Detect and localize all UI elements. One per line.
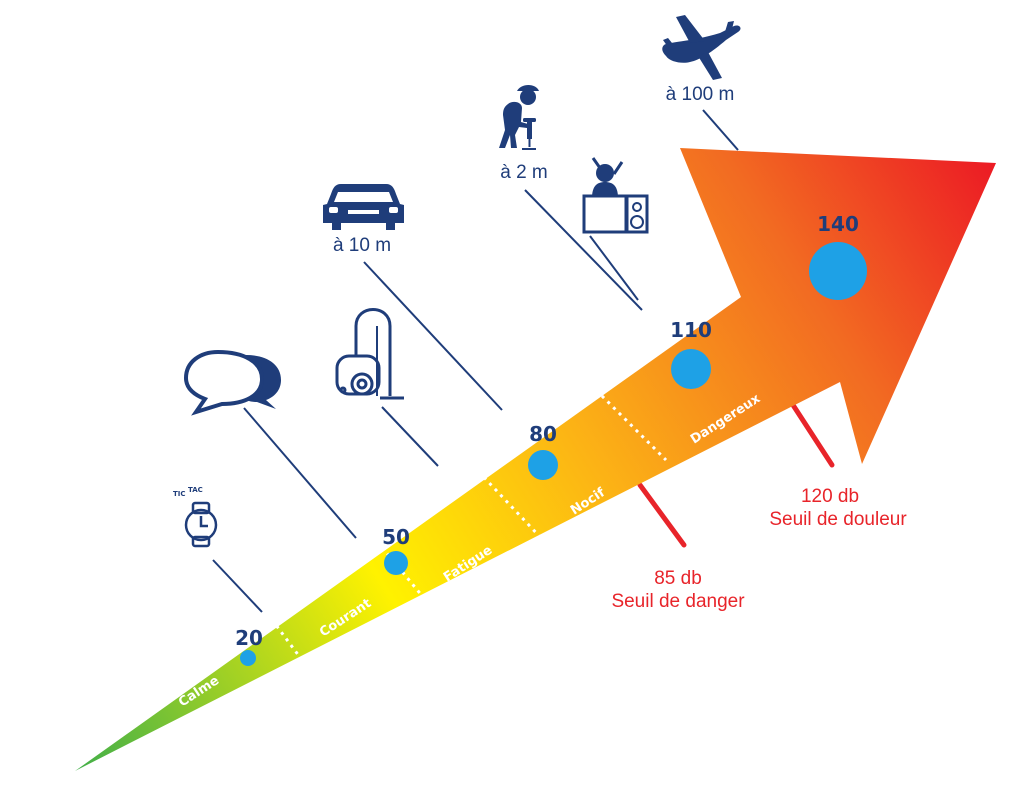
- threshold-pain-label: Seuil de douleur: [769, 509, 907, 530]
- watch-tac-text: TAC: [188, 486, 203, 494]
- jackhammer-worker-icon: [499, 85, 539, 150]
- chat-connector: [243, 407, 357, 539]
- dj-speakers-icon: [582, 157, 649, 234]
- threshold-lines: [637, 402, 835, 548]
- vacuum-cleaner-icon: [335, 308, 404, 400]
- plane-distance-label: à 100 m: [666, 84, 735, 105]
- level-value-140: 140: [817, 212, 859, 236]
- plane-connector: [702, 109, 739, 151]
- level-dots: [240, 242, 867, 666]
- pain-threshold-line: [790, 402, 835, 468]
- threshold-danger-value: 85 db: [654, 568, 702, 589]
- watch-icon: TIC TAC: [173, 486, 218, 548]
- worker-distance-label: à 2 m: [500, 162, 548, 183]
- level-dot-50: [384, 551, 408, 575]
- divider-fatigue-nocif: [460, 452, 544, 541]
- watch-tic-text: TIC: [173, 490, 186, 498]
- level-value-50: 50: [382, 525, 410, 549]
- threshold-danger-label: Seuil de danger: [611, 591, 745, 612]
- threshold-pain-value: 120 db: [801, 486, 859, 507]
- level-value-20: 20: [235, 626, 263, 650]
- level-value-110: 110: [670, 318, 712, 342]
- level-dot-140: [809, 242, 867, 300]
- level-dot-110: [671, 349, 711, 389]
- worker-connector: [524, 189, 643, 311]
- dj-connector: [589, 235, 639, 301]
- divider-calme-courant: [265, 612, 304, 661]
- level-dot-80: [528, 450, 558, 480]
- danger-threshold-line: [637, 482, 687, 548]
- car-distance-label: à 10 m: [333, 235, 391, 256]
- connector-lines: [212, 109, 739, 613]
- level-value-80: 80: [529, 422, 557, 446]
- speech-bubbles-icon: [183, 349, 281, 416]
- car-connector: [363, 261, 503, 411]
- level-dot-20: [240, 650, 256, 666]
- car-icon: [323, 184, 404, 230]
- watch-connector: [212, 559, 263, 613]
- airplane-icon: [662, 15, 741, 80]
- vacuum-connector: [381, 406, 439, 467]
